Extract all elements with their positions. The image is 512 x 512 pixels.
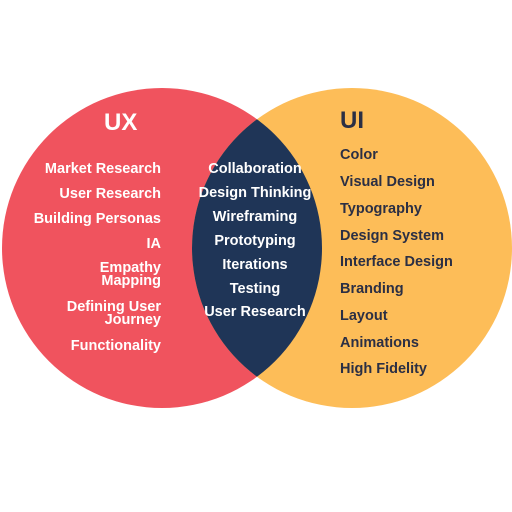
ux-item-defining-user-journey: Defining User Journey xyxy=(66,299,161,328)
ui-item-high-fidelity: High Fidelity xyxy=(340,361,427,377)
overlap-item-design-thinking: Design Thinking xyxy=(198,185,312,201)
ux-item-empathy-mapping: Empathy Mapping xyxy=(99,260,161,289)
overlap-item-wireframing: Wireframing xyxy=(212,209,298,225)
ui-item-visual-design: Visual Design xyxy=(340,174,435,190)
ui-item-color: Color xyxy=(340,147,378,163)
ui-item-interface-design: Interface Design xyxy=(340,254,453,270)
ux-item-user-research: User Research xyxy=(59,186,161,202)
ux-item-functionality: Functionality xyxy=(70,338,161,354)
ux-item-market-research: Market Research xyxy=(44,161,161,177)
overlap-region xyxy=(192,88,322,408)
ui-item-animations: Animations xyxy=(340,335,419,351)
overlap-item-user-research: User Research xyxy=(204,304,306,320)
ui-item-typography: Typography xyxy=(340,201,422,217)
overlap-item-collaboration: Collaboration xyxy=(208,161,302,177)
ux-title: UX xyxy=(104,109,138,136)
ux-item-building-personas: Building Personas xyxy=(33,211,161,227)
overlap-item-testing: Testing xyxy=(229,281,281,297)
ui-item-layout: Layout xyxy=(340,308,388,324)
overlap-item-prototyping: Prototyping xyxy=(214,233,296,249)
ui-item-branding: Branding xyxy=(340,281,404,297)
ux-item-ia: IA xyxy=(146,236,162,252)
ui-title: UI xyxy=(340,107,364,134)
overlap-item-iterations: Iterations xyxy=(222,257,288,273)
ui-item-design-system: Design System xyxy=(340,228,444,244)
